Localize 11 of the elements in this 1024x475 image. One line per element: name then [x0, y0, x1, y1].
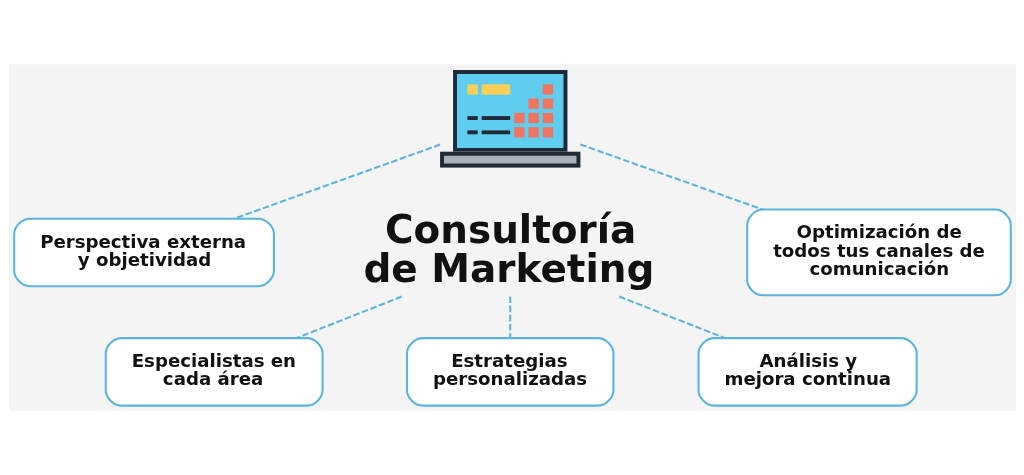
connector [618, 295, 725, 339]
node-box: Análisis y mejora continua [696, 337, 918, 407]
node-box: Optimización de todos tus canales de comunicación [745, 208, 1012, 297]
node-box: Estrategias personalizadas [405, 337, 614, 407]
node-box: Especialistas en cada área [104, 337, 324, 407]
node-text: Consultoría de Marketing [363, 207, 654, 292]
connector [295, 295, 402, 339]
connector [508, 296, 511, 338]
connector [233, 143, 440, 220]
connector [579, 143, 763, 211]
node-box: Perspectiva externa y objetividad [12, 217, 275, 288]
